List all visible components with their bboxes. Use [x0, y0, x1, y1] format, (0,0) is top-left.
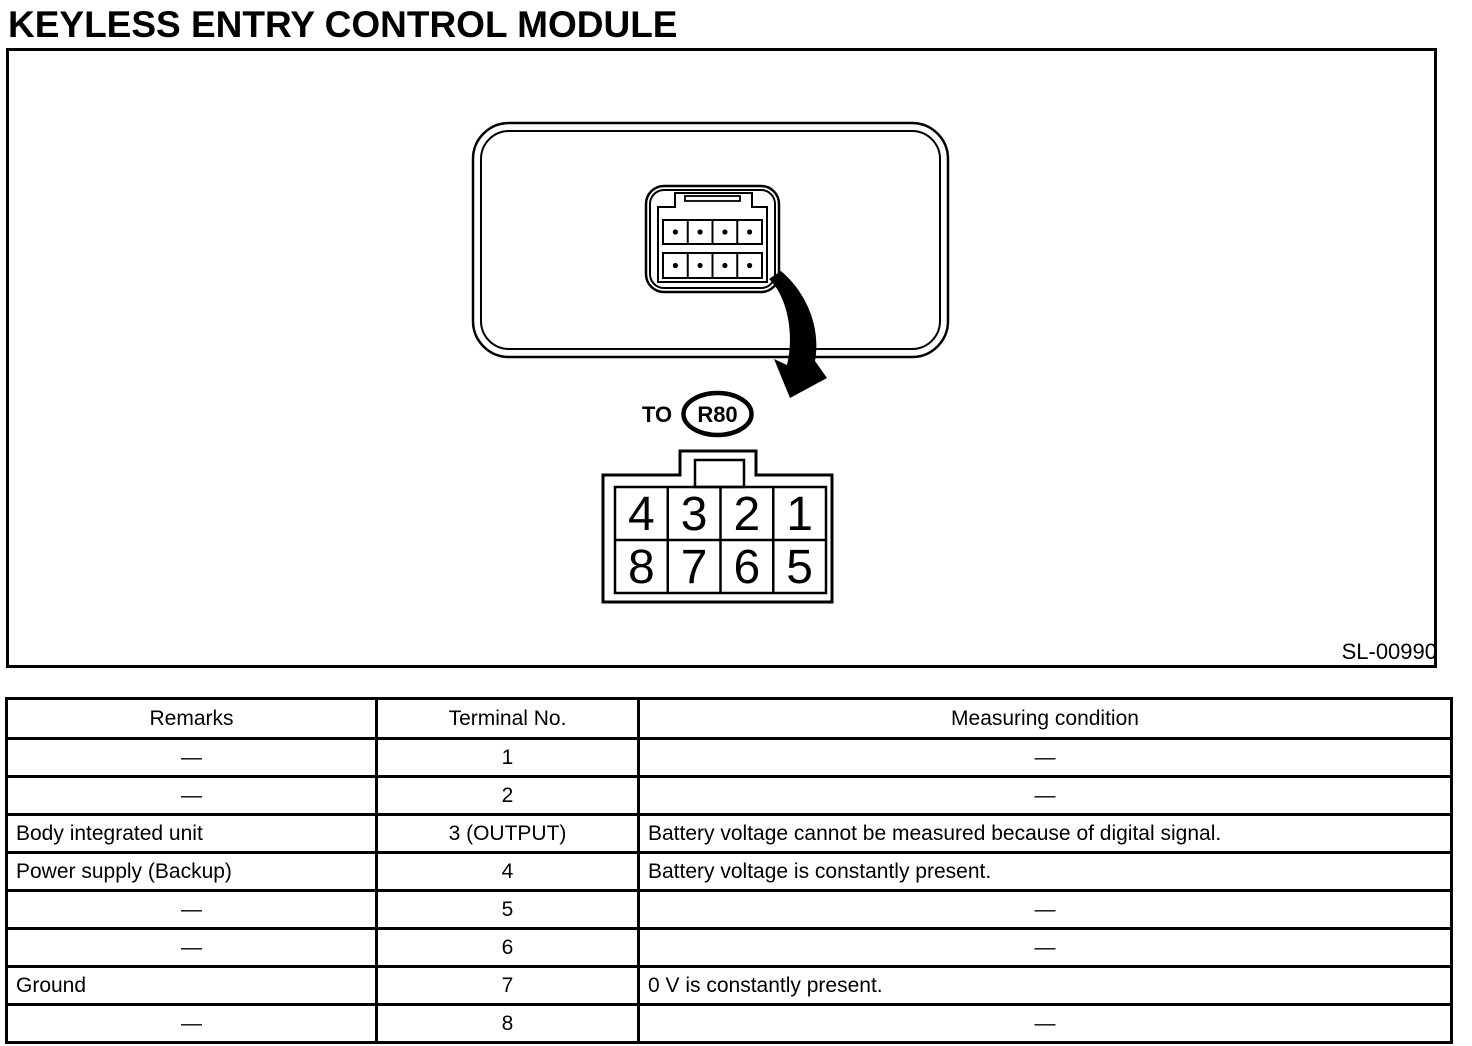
- pin-number: 6: [734, 541, 761, 594]
- connector-ref-label: R80: [697, 402, 737, 427]
- terminal-cell: 1: [375, 737, 640, 778]
- condition-cell: Battery voltage is constantly present.: [637, 851, 1453, 892]
- terminal-pinout: 4 3 2 1 8 7 6 5: [601, 449, 834, 604]
- remarks-cell: —: [5, 927, 378, 968]
- arrow-icon: [769, 271, 827, 398]
- condition-cell: —: [637, 737, 1453, 778]
- table-row: Ground 7 0 V is constantly present.: [5, 965, 1453, 1006]
- table-row: Power supply (Backup) 4 Battery voltage …: [5, 851, 1453, 892]
- table-row: — 8 —: [5, 1003, 1453, 1044]
- terminal-cell: 4: [375, 851, 640, 892]
- condition-cell: 0 V is constantly present.: [637, 965, 1453, 1006]
- table-row: — 2 —: [5, 775, 1453, 816]
- pin-number: 5: [786, 541, 813, 594]
- pin-number: 1: [786, 488, 813, 541]
- terminal-cell: 2: [375, 775, 640, 816]
- header-remarks: Remarks: [5, 697, 378, 740]
- terminal-cell: 8: [375, 1003, 640, 1044]
- remarks-cell: —: [5, 1003, 378, 1044]
- condition-cell: —: [637, 1003, 1453, 1044]
- condition-cell: —: [637, 775, 1453, 816]
- terminal-cell: 3 (OUTPUT): [375, 813, 640, 854]
- table-row: — 5 —: [5, 889, 1453, 930]
- figure-id: SL-00990: [1342, 639, 1434, 664]
- condition-cell: —: [637, 889, 1453, 930]
- header-condition: Measuring condition: [637, 697, 1453, 740]
- connector-ref-oval: [681, 390, 754, 438]
- condition-cell: Battery voltage cannot be measured becau…: [637, 813, 1453, 854]
- remarks-cell: —: [5, 889, 378, 930]
- page-title: KEYLESS ENTRY CONTROL MODULE: [8, 4, 678, 45]
- terminal-table: Remarks Terminal No. Measuring condition…: [5, 697, 1453, 1044]
- connector-diagram: TO R80 4 3 2 1 8 7 6 5 S: [471, 121, 1434, 664]
- pin-number: 8: [628, 541, 655, 594]
- terminal-cell: 5: [375, 889, 640, 930]
- remarks-cell: —: [5, 737, 378, 778]
- socket-pin-cavities: [662, 219, 763, 279]
- to-label: TO: [642, 402, 672, 427]
- remarks-cell: —: [5, 775, 378, 816]
- remarks-cell: Ground: [5, 965, 378, 1006]
- table-header-row: Remarks Terminal No. Measuring condition: [5, 697, 1453, 740]
- pin-number: 3: [681, 488, 708, 541]
- condition-cell: —: [637, 927, 1453, 968]
- table-row: — 6 —: [5, 927, 1453, 968]
- header-terminal: Terminal No.: [375, 697, 640, 740]
- module-connector-socket: [644, 184, 781, 294]
- pin-number: 4: [628, 488, 655, 541]
- table-row: — 1 —: [5, 737, 1453, 778]
- terminal-cell: 6: [375, 927, 640, 968]
- terminal-cell: 7: [375, 965, 640, 1006]
- remarks-cell: Power supply (Backup): [5, 851, 378, 892]
- socket-keyway: [657, 192, 768, 283]
- pin-number: 2: [734, 488, 761, 541]
- connector-figure-box: TO R80 4 3 2 1 8 7 6 5 S: [6, 48, 1437, 668]
- table-row: Body integrated unit 3 (OUTPUT) Battery …: [5, 813, 1453, 854]
- pin-number: 7: [681, 541, 708, 594]
- remarks-cell: Body integrated unit: [5, 813, 378, 854]
